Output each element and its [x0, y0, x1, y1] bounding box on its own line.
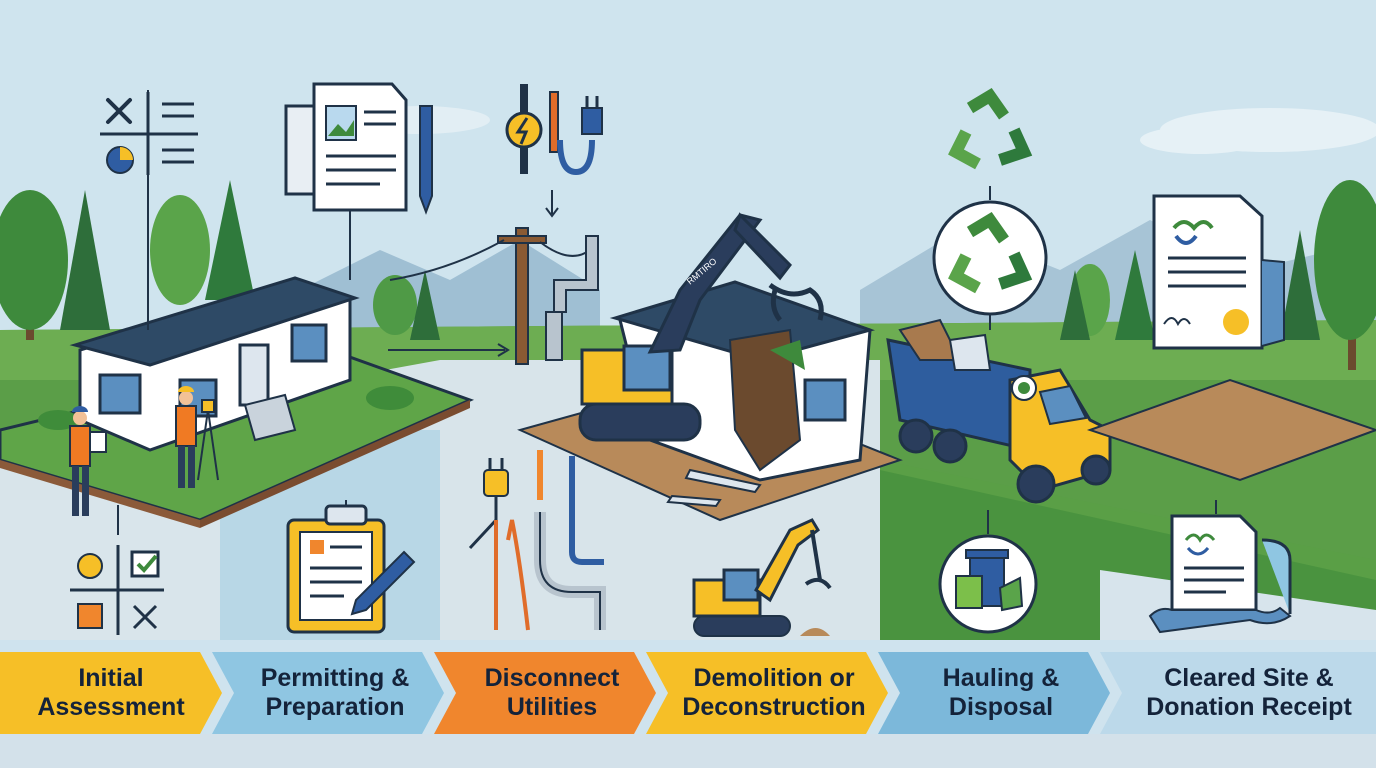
- certificate-icon: [1152, 194, 1285, 350]
- step-label-line1: Permitting &: [260, 664, 410, 692]
- trees-mid: [373, 270, 440, 340]
- recycle-circle-icon: [932, 200, 1048, 330]
- worker-right: [175, 386, 219, 488]
- bottom-band: [0, 734, 1376, 768]
- step-permitting-preparation: Permitting &Preparation: [212, 652, 444, 734]
- utility-pipes-icon: [468, 450, 606, 631]
- tools-chart-icon: [100, 92, 198, 175]
- step-hauling-disposal: Hauling &Disposal: [878, 652, 1110, 734]
- step-label-line2: Utilities: [506, 693, 598, 721]
- plans-document-icon: [284, 82, 433, 280]
- demolition-scene: RMTIRO: [517, 212, 903, 522]
- checklist-icon: [70, 545, 164, 635]
- utility-pole: [388, 227, 599, 365]
- mobile-home-assessment: [0, 90, 475, 535]
- step-label-line1: Demolition or: [693, 664, 855, 692]
- step-label-line1: Hauling &: [942, 664, 1060, 692]
- donation-receipt-icon: [1148, 500, 1292, 634]
- worker-left: [69, 406, 107, 516]
- small-excavator-icon: [692, 518, 832, 637]
- step-cleared-site-donation: Cleared Site &Donation Receipt: [1100, 652, 1376, 734]
- step-label-line2: Deconstruction: [682, 693, 866, 721]
- clipboard-pen-icon: [286, 500, 416, 634]
- step-label-line2: Disposal: [948, 693, 1054, 721]
- trees-right: [1060, 180, 1376, 370]
- utility-meter-plug-icon: [505, 84, 603, 218]
- step-label-line2: Preparation: [265, 693, 405, 721]
- step-label-line2: Assessment: [37, 693, 185, 721]
- step-label-line1: Cleared Site &: [1164, 664, 1334, 692]
- trash-bin-icon: [938, 510, 1038, 634]
- step-label-line1: Initial: [78, 664, 144, 692]
- recycle-icon: [948, 87, 1033, 200]
- cleared-lot: [1086, 378, 1376, 482]
- dump-truck: [886, 318, 1112, 504]
- step-label-line2: Donation Receipt: [1146, 693, 1352, 721]
- trees-left: [0, 180, 255, 340]
- step-label-line1: Disconnect: [484, 664, 620, 692]
